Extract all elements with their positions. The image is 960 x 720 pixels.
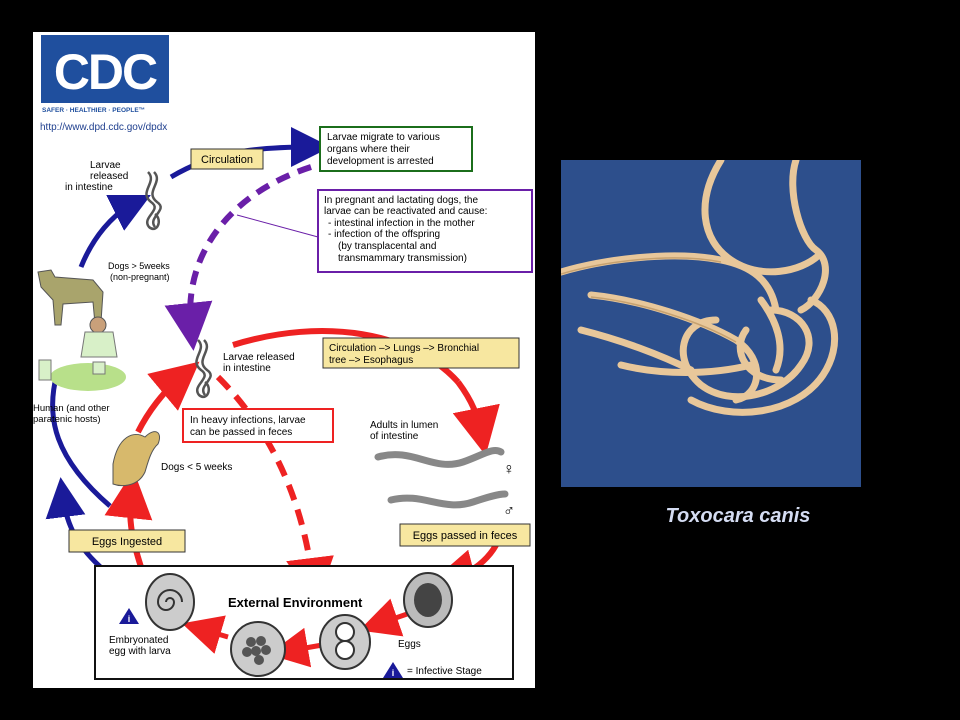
svg-text:Larvae migrate to various: Larvae migrate to various [327,132,440,143]
eggs-passed-label: Eggs passed in feces [399,523,531,547]
migrate-box: Larvae migrate to various organs where t… [319,126,473,172]
lifecycle-diagram: CDC SAFER · HEALTHIER · PEOPLE™ http://w… [33,35,533,680]
larvae-released-left-2: released [90,171,128,182]
cdc-logo-text: CDC [54,44,157,100]
source-url: http://www.dpd.cdc.gov/dpdx [40,122,167,133]
blue-arrow-dog-to-larvae [78,195,151,268]
larvae-released-left: Larvae [90,160,121,171]
pointer-line [236,214,319,238]
larvae-released-center: Larvae released [223,352,295,363]
larvae-left-illustration [145,171,162,231]
red-arrow-to-adults [452,380,500,456]
svg-text:larvae can be reactivated and: larvae can be reactivated and cause: [324,206,487,217]
embryonated-label: Embryonated [109,635,168,646]
infective-stage-label: = Infective Stage [407,666,482,677]
info-icon-legend: i [383,662,403,678]
svg-text:development is arrested: development is arrested [327,156,434,167]
two-cell-egg-illustration [319,614,371,670]
eggs-ingested-label: Eggs Ingested [68,529,186,553]
morula-egg-illustration [230,621,286,677]
male-symbol: ♂ [503,503,515,520]
pregnant-box: In pregnant and lactating dogs, the larv… [317,189,533,273]
svg-text:tree –> Esophagus: tree –> Esophagus [329,355,413,366]
svg-text:Circulation –> Lungs –> Bronch: Circulation –> Lungs –> Bronchial [329,343,479,354]
worm-photo-illustration [561,160,861,487]
eggs-label: Eggs [398,639,421,650]
larvae-released-left-3: in intestine [65,182,113,193]
svg-text:- infection of the offspring: - infection of the offspring [328,229,440,240]
svg-text:Circulation: Circulation [201,154,253,166]
svg-text:transmammary transmission): transmammary transmission) [338,253,467,264]
embryonated-label-2: egg with larva [109,646,171,657]
red-arrow-env-2 [181,615,229,654]
photo-caption: Toxocara canis [665,505,811,527]
svg-text:i: i [128,614,131,624]
svg-text:External Environment: External Environment [228,595,363,610]
embryonated-egg-illustration [145,573,195,631]
female-symbol: ♀ [503,461,515,478]
info-icon: i [119,608,139,624]
purple-arrow-reactivation [164,164,312,351]
svg-text:(by transplacental and: (by transplacental and [338,241,436,252]
human-illustration [38,316,126,391]
red-arrow-puppy-to-larvae [135,361,200,434]
unembryonated-egg-illustration [403,572,453,628]
dogs-under-5-weeks: Dogs < 5 weeks [161,462,232,473]
svg-text:Eggs passed in feces: Eggs passed in feces [413,530,518,542]
adults-lumen-label-2: of intestine [370,431,419,442]
dogs-over-5-weeks-2: (non-pregnant) [110,272,170,282]
circulation-label-top: Circulation [190,148,264,170]
lifecycle-diagram-panel: CDC SAFER · HEALTHIER · PEOPLE™ http://w… [33,32,535,688]
puppy-illustration [112,431,160,486]
larvae-center-illustration [195,339,212,399]
adult-worms-illustration [374,446,509,509]
svg-text:organs where their: organs where their [327,144,410,155]
circulation-lungs-label: Circulation –> Lungs –> Bronchial tree –… [322,337,520,369]
larvae-released-center-2: in intestine [223,363,271,374]
adult-dog-illustration [37,269,104,326]
svg-text:- intestinal infection in the: - intestinal infection in the mother [328,218,475,229]
heavy-infection-box: In heavy infections, larvae can be passe… [182,408,334,443]
cdc-logo: CDC SAFER · HEALTHIER · PEOPLE™ [41,35,169,114]
human-hosts-label: Human (and other [33,403,110,414]
human-hosts-label-2: paratenic hosts) [33,414,101,425]
svg-text:can be passed in feces: can be passed in feces [190,427,292,438]
cdc-tagline: SAFER · HEALTHIER · PEOPLE™ [42,107,145,114]
svg-text:i: i [392,668,395,678]
blue-arrow-human-up [50,381,112,508]
red-arrow-heavy-infection [215,374,334,606]
dogs-over-5-weeks: Dogs > 5weeks [108,261,170,271]
svg-text:In pregnant and lactating dogs: In pregnant and lactating dogs, the [324,195,478,206]
svg-text:In heavy infections, larvae: In heavy infections, larvae [190,415,306,426]
svg-text:Eggs Ingested: Eggs Ingested [92,536,162,548]
toxocara-photo [561,160,861,487]
adults-lumen-label: Adults in lumen [370,420,438,431]
